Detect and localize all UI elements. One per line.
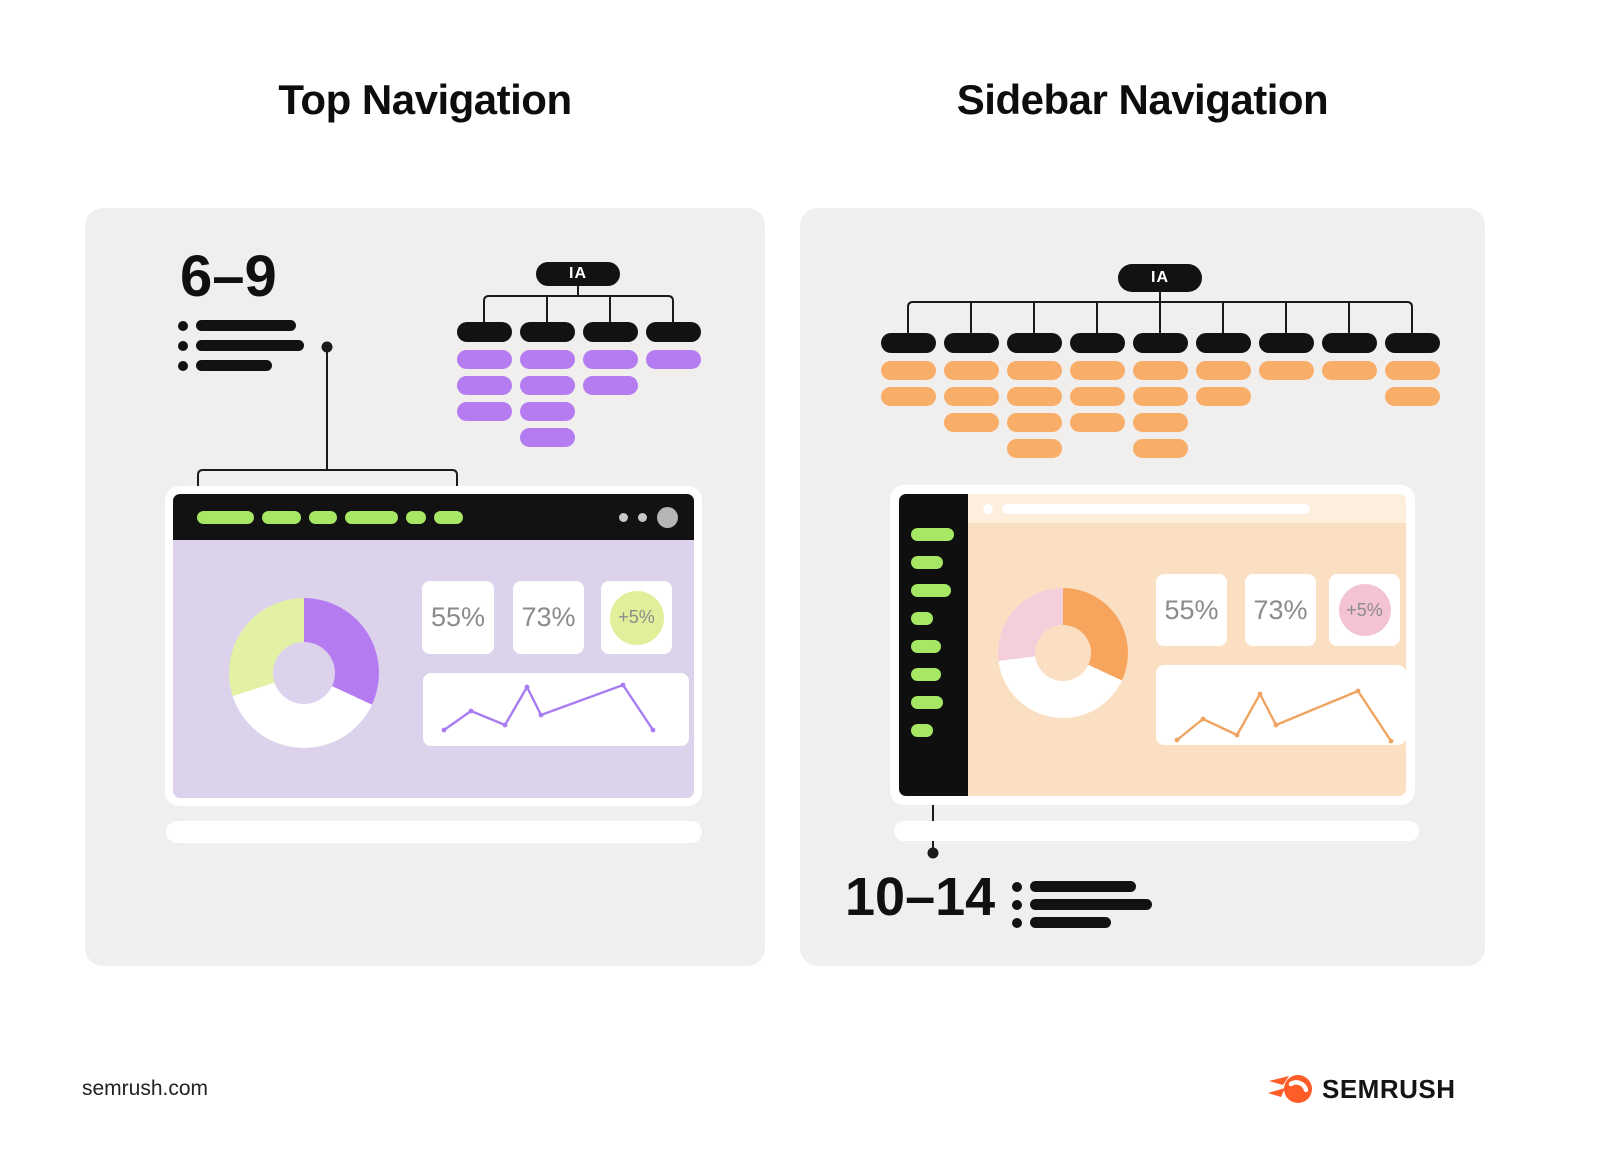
note-list-icon [178,320,304,371]
search-bar [1002,504,1310,514]
left-count-label: 6–9 [180,244,277,309]
nav-menu-pill [197,510,254,524]
sidebar-navigation-bar [899,494,968,796]
header-dot-icon [983,504,993,514]
semrush-logo-text: SEMRUSH [1322,1073,1456,1104]
top-navigation-bar [173,494,694,540]
sidebar-menu-pill [911,696,943,709]
sidebar-menu-pill [911,612,933,625]
nav-menu-pill [345,510,398,524]
stat-card: 73% [513,581,584,654]
sidebar-menu-pill [911,528,954,541]
window-dot-icon [619,512,628,522]
donut-chart [998,588,1128,718]
dashboard-area: 55% 73% +5% [968,494,1406,796]
right-title: Sidebar Navigation [956,76,1329,123]
note-list-icon [1012,881,1152,928]
app-header [968,494,1406,523]
right-count-label: 10–14 [845,867,996,927]
sidebar-menu-pill [911,668,941,681]
browser-window-sidebar-nav: 55% 73% +5% [890,485,1415,805]
page-footer-strip [894,821,1419,841]
dashboard-area: 55% 73% +5% [173,540,694,798]
note-line [1012,881,1152,892]
stat-card: 73% [1245,574,1316,646]
stat-card: 55% [422,581,494,654]
browser-window-top-nav: 55% 73% +5% [165,486,702,806]
semrush-logo: SEMRUSH [1268,1072,1456,1106]
note-line [1012,899,1152,910]
note-line [178,320,304,331]
stat-card: +5% [601,581,672,654]
stat-badge: +5% [1338,584,1391,636]
site-url: semrush.com [82,1077,209,1100]
stat-value: 55% [1164,594,1219,625]
donut-chart [229,598,379,748]
note-line [1012,917,1152,928]
line-chart-card [423,673,689,746]
sidebar-menu-pill [911,640,941,653]
sidebar-menu-pill [911,724,933,737]
stat-badge: +5% [609,590,664,645]
page-footer-strip [166,821,702,843]
stat-value: 73% [1253,594,1308,625]
stat-card: 55% [1156,574,1227,646]
window-dot-icon [638,512,647,522]
note-line [178,360,304,371]
stat-card: +5% [1329,574,1400,646]
stat-value: 55% [430,602,486,632]
note-line [178,340,304,351]
window-controls [619,506,678,528]
nav-menu-pill [406,510,426,524]
avatar-circle-icon [657,506,678,528]
line-chart-card [1156,665,1406,745]
semrush-logo-icon [1268,1075,1312,1103]
left-title: Top Navigation [278,76,572,123]
sidebar-menu-pill [911,556,943,569]
stat-value: 73% [521,602,576,632]
nav-menu-pill [262,510,301,524]
nav-menu-pill [434,510,463,524]
sidebar-menu-pill [911,584,951,597]
nav-menu-pill [309,510,337,524]
